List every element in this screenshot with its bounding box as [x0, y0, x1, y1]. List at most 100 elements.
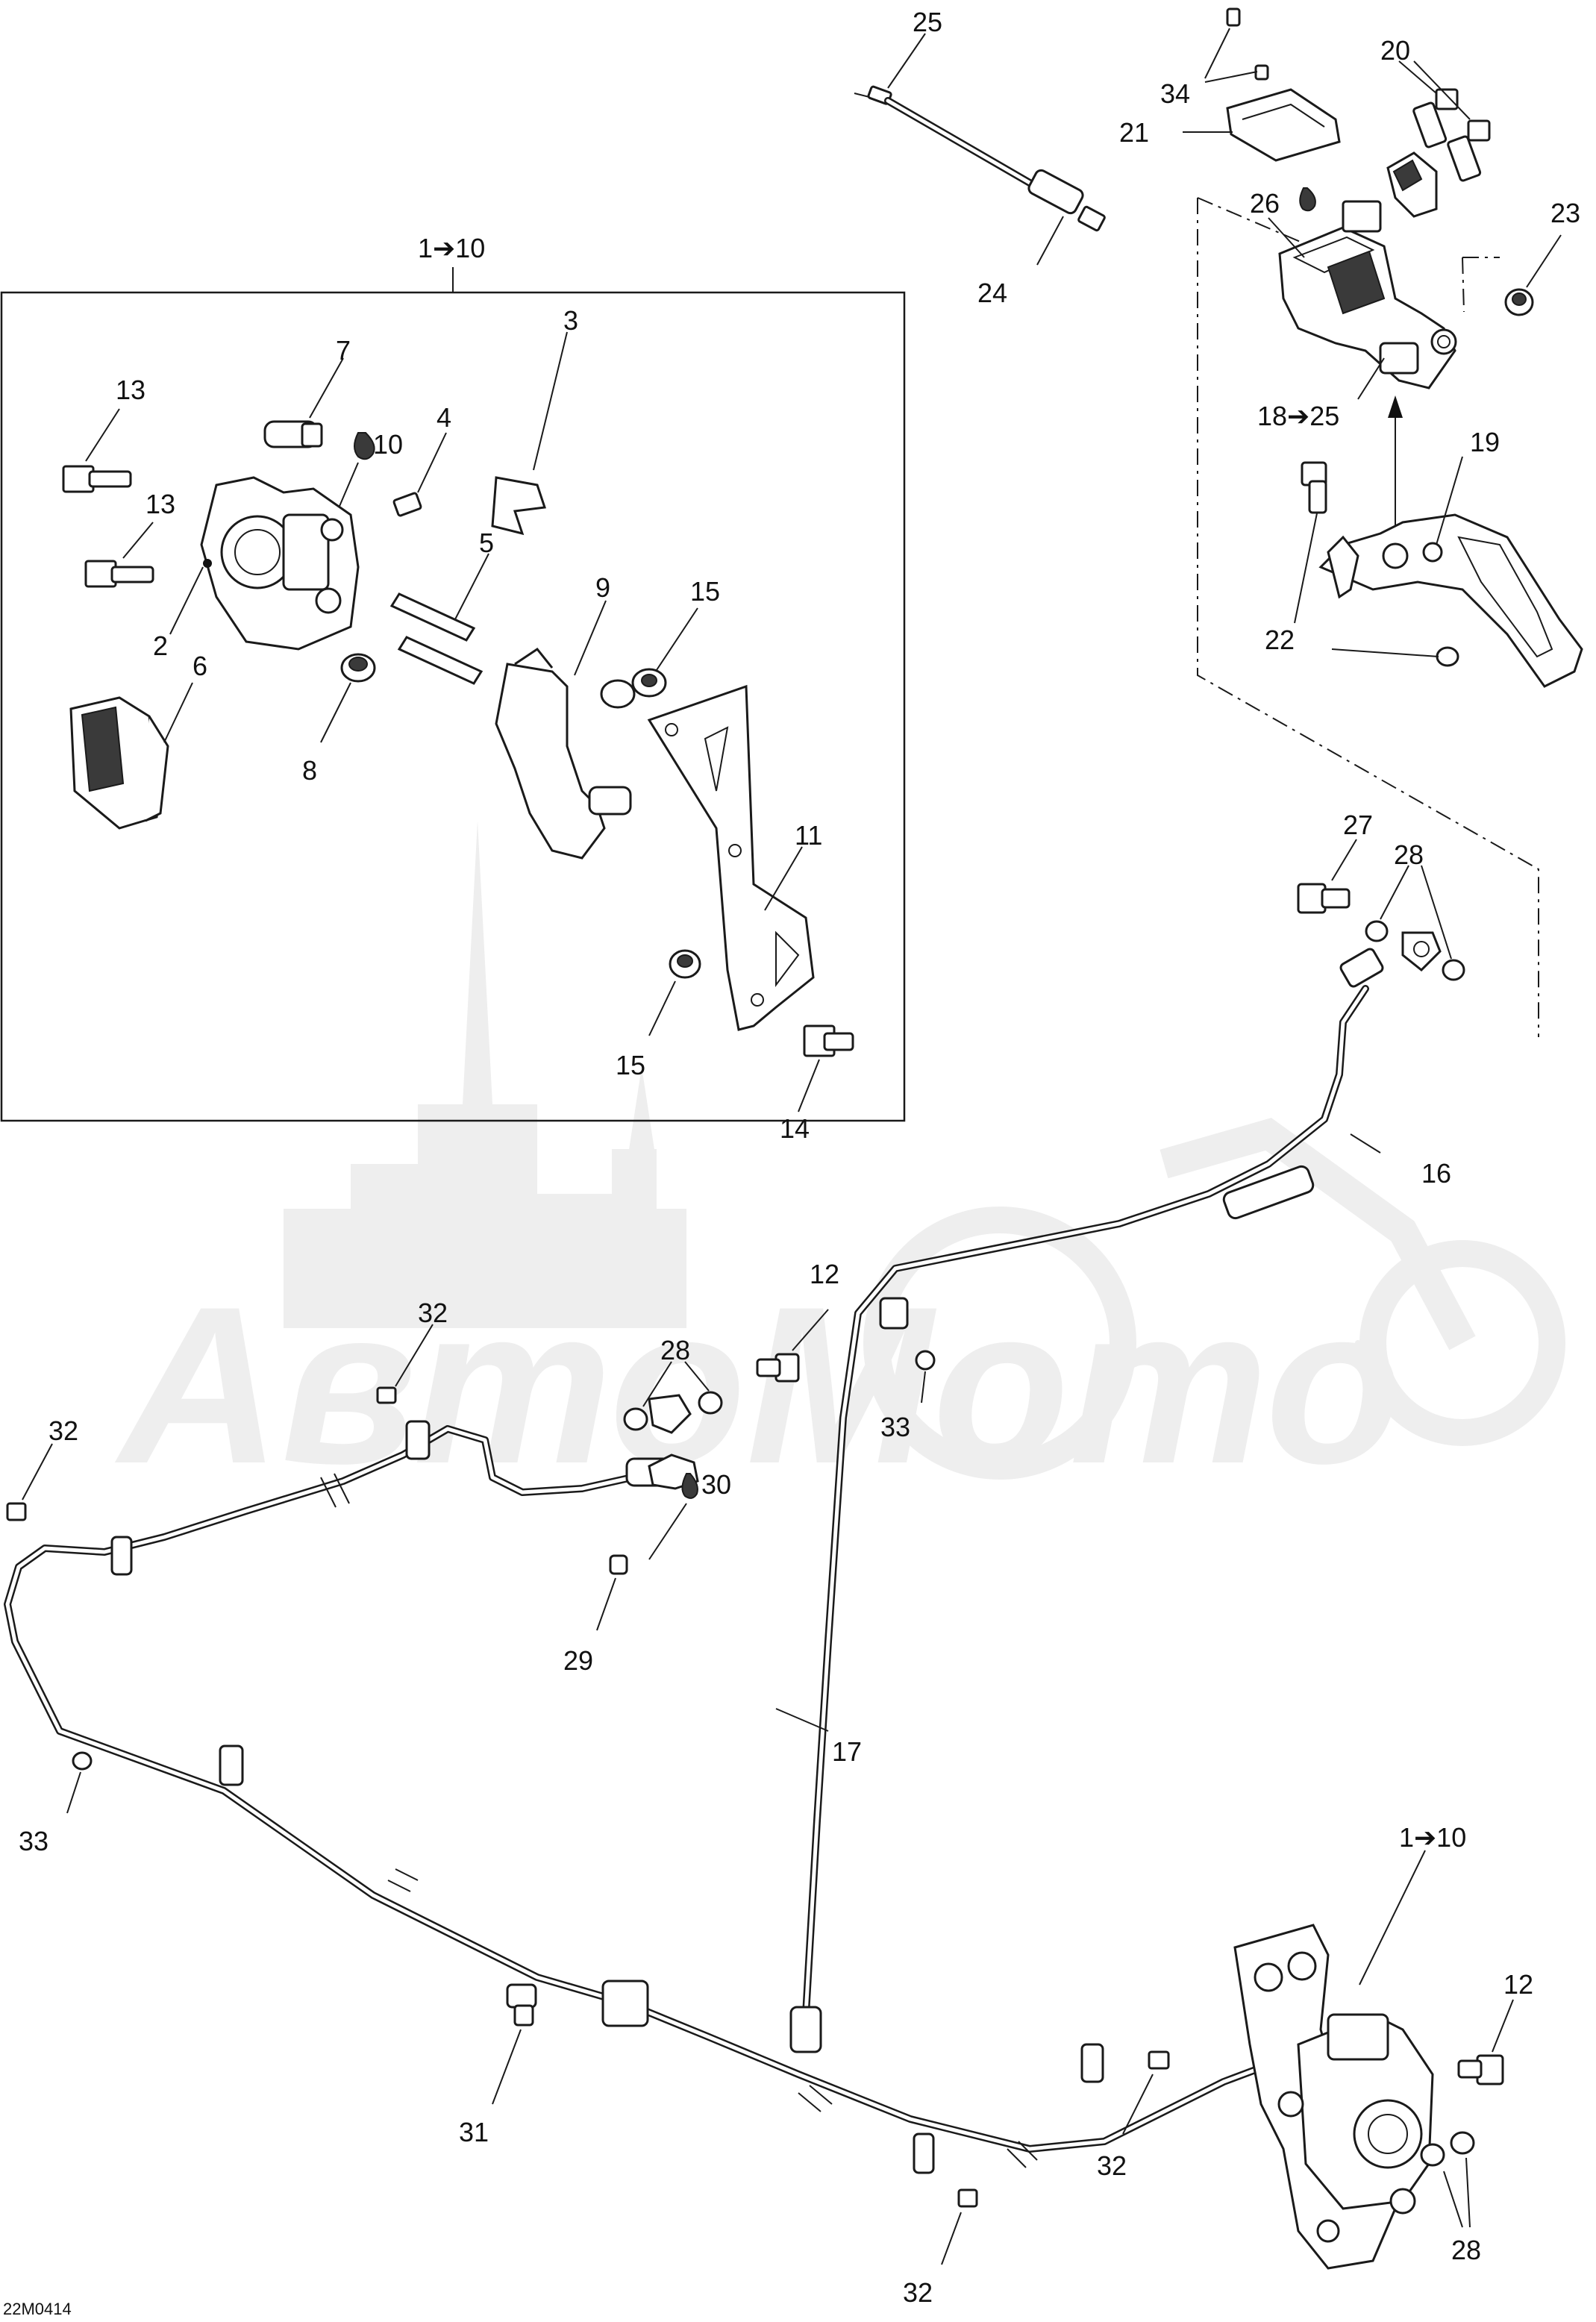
- watermark-text: АвтоМото: [113, 1259, 1403, 1510]
- callout-16: 16: [1421, 1158, 1451, 1189]
- break-mark-b: [387, 1868, 419, 1892]
- callout-1-10-bottom: 1➔10: [1399, 1822, 1466, 1853]
- fluid-drop-icon-10: [354, 432, 375, 460]
- part-4-bleeder: [392, 492, 422, 517]
- callout-5: 5: [479, 528, 494, 558]
- callout-17: 17: [832, 1736, 862, 1767]
- part-23-nut: [1504, 288, 1534, 316]
- part-15-bushing-a: [600, 668, 667, 709]
- callout-13-a: 13: [116, 375, 145, 405]
- part-13-bolt-b: [84, 560, 154, 588]
- callout-24: 24: [977, 278, 1007, 308]
- part-28-washers-bottom: [1420, 2131, 1475, 2167]
- callout-15-a: 15: [690, 576, 720, 607]
- part-28-washers-mid: [623, 1391, 723, 1434]
- part-32-screw-b: [6, 1502, 27, 1521]
- callout-28-c: 28: [1451, 2235, 1481, 2265]
- callout-30: 30: [701, 1469, 731, 1500]
- part-14-bolt: [803, 1024, 854, 1057]
- part-28-washers-top: [1365, 920, 1465, 981]
- part-27-banjo-bolt: [1297, 883, 1351, 914]
- part-3-clip: [491, 476, 547, 536]
- part-19-brake-lever: [1301, 461, 1583, 688]
- part-34-screws: [1226, 7, 1269, 81]
- part-32-screw-a: [376, 1386, 397, 1404]
- callout-26: 26: [1250, 188, 1280, 219]
- part-26-master-cylinder: [1278, 200, 1457, 389]
- assembly-arrow-icon: [1388, 395, 1403, 418]
- fluid-drop-icon-26: [1299, 187, 1316, 212]
- part-31-bolt: [506, 1983, 537, 2027]
- part-32-screw-c: [1148, 2050, 1170, 2070]
- callout-7: 7: [336, 335, 351, 366]
- part-8-bushing: [340, 653, 376, 683]
- callout-33-a: 33: [880, 1412, 910, 1442]
- callout-19: 19: [1470, 427, 1500, 457]
- callout-14: 14: [780, 1113, 810, 1144]
- callout-28-a: 28: [1394, 839, 1424, 870]
- part-11-mount-plate: [647, 684, 815, 1031]
- callout-15-b: 15: [616, 1050, 645, 1080]
- line-clip-a: [405, 1420, 431, 1460]
- part-32-screw-d: [957, 2188, 978, 2208]
- part-7-pin: [263, 420, 323, 448]
- callout-34: 34: [1160, 78, 1190, 109]
- assembly-outline: [1197, 197, 1539, 1037]
- part-20-clamp-bolts: [1386, 88, 1491, 218]
- line-clip-b: [110, 1536, 133, 1576]
- callout-28-b: 28: [660, 1335, 690, 1365]
- callout-33-b: 33: [19, 1826, 48, 1856]
- callout-4: 4: [436, 402, 451, 433]
- line-clip-f: [1080, 2043, 1104, 2083]
- callout-3: 3: [563, 305, 578, 336]
- part-5-pins: [389, 592, 484, 685]
- line-clip-c: [219, 1744, 244, 1786]
- brake-lines: [4, 948, 1399, 2174]
- callout-32-d: 32: [903, 2277, 933, 2308]
- watermark: АвтоМото: [113, 821, 1565, 1510]
- callout-12-a: 12: [810, 1259, 839, 1289]
- part-15-bushing-b: [669, 949, 701, 979]
- break-mark-c: [798, 2085, 833, 2112]
- callout-2: 2: [153, 630, 168, 661]
- caliper-assembly-bottom: [1233, 1924, 1434, 2270]
- callout-20: 20: [1380, 35, 1410, 66]
- part-6-brake-pads: [69, 696, 169, 830]
- part-24-brake-switch: [884, 97, 1106, 232]
- part-33-screw-b: [72, 1751, 93, 1771]
- callout-6: 6: [193, 651, 207, 681]
- part-12-banjo-bolt-b: [1457, 2054, 1504, 2085]
- part-13-bolt-a: [62, 465, 132, 493]
- line-clip-d: [879, 1297, 909, 1330]
- callout-32-b: 32: [48, 1415, 78, 1446]
- callout-8: 8: [302, 755, 317, 786]
- line-clip-e: [913, 2132, 935, 2174]
- callout-29: 29: [563, 1645, 593, 1676]
- callout-31: 31: [459, 2117, 489, 2147]
- callout-9: 9: [595, 572, 610, 603]
- part-9-bracket: [495, 647, 632, 860]
- callout-11: 11: [795, 820, 822, 851]
- break-mark-a: [320, 1473, 350, 1508]
- part-21-reservoir-cover: [1226, 88, 1341, 162]
- diagram-code: 22M0414: [3, 2300, 72, 2318]
- callout-10: 10: [373, 429, 403, 460]
- part-22-nut: [1436, 646, 1459, 667]
- callout-21: 21: [1119, 117, 1149, 148]
- part-2-caliper: [200, 476, 360, 651]
- callout-1-10-top: 1➔10: [418, 233, 485, 263]
- callout-32-a: 32: [418, 1298, 448, 1328]
- callout-25: 25: [913, 7, 942, 37]
- callout-23: 23: [1550, 198, 1580, 228]
- part-12-banjo-bolt-a: [756, 1353, 800, 1383]
- part-33-screw-a: [915, 1350, 936, 1371]
- callout-13-b: 13: [145, 489, 175, 519]
- callout-22: 22: [1265, 625, 1295, 655]
- master-cylinder-group: 25 24 34 21: [854, 7, 1583, 1037]
- callout-32-c: 32: [1097, 2150, 1127, 2181]
- fluid-drop-icon-30: [681, 1473, 698, 1499]
- callout-27: 27: [1343, 810, 1373, 840]
- part-29-cap: [609, 1554, 628, 1575]
- break-mark-d: [1007, 2141, 1038, 2168]
